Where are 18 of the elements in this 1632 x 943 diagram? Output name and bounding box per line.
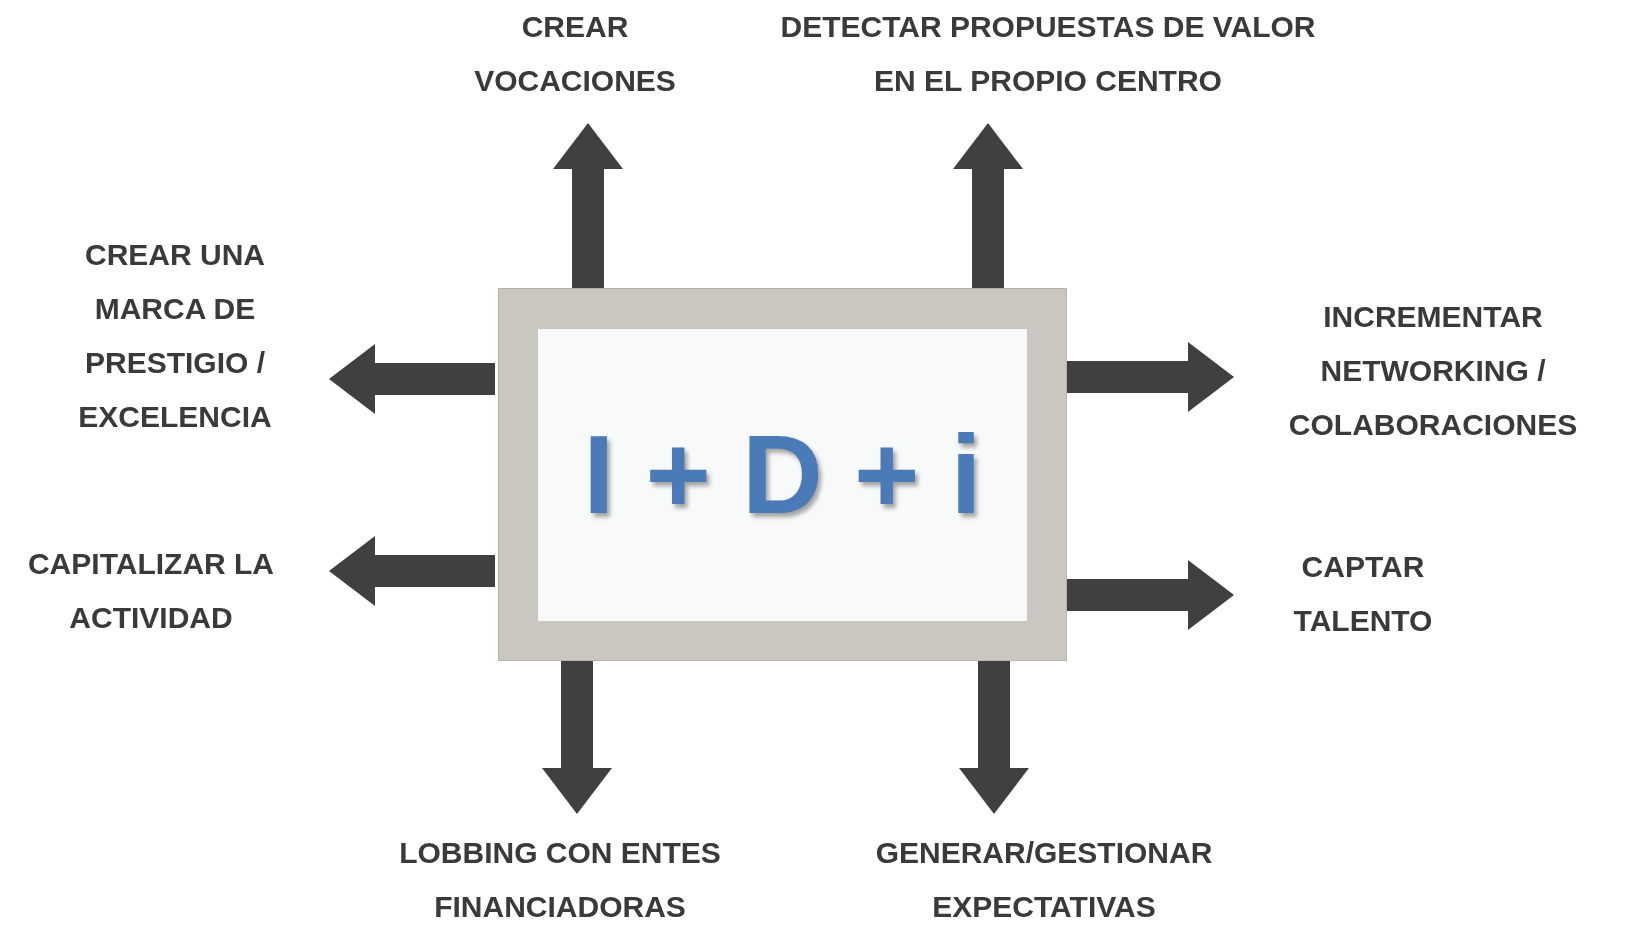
goal-label: LOBBING CON ENTES FINANCIADORAS — [398, 835, 722, 925]
arrow — [953, 123, 1023, 288]
arrow — [542, 661, 612, 814]
title-text: I + D + i — [583, 410, 982, 539]
goal-label: CREAR VOCACIONES — [473, 9, 677, 99]
goal-label: INCREMENTAR NETWORKING / COLABORACIONES — [1287, 299, 1579, 443]
goal-label: GENERAR/GESTIONAR EXPECTATIVAS — [874, 835, 1214, 925]
goal-label: CAPITALIZAR LA ACTIVIDAD — [26, 546, 276, 636]
arrow — [329, 344, 495, 414]
arrow — [1067, 560, 1234, 630]
goal-label: CAPTAR TALENTO — [1292, 549, 1434, 639]
process-box — [498, 288, 1067, 661]
goal-label: CREAR UNA MARCA DE PRESTIGIO / EXCELENCIA — [77, 237, 273, 435]
arrow — [959, 661, 1029, 814]
arrow — [329, 536, 495, 606]
arrow — [553, 123, 623, 288]
arrow — [1067, 342, 1234, 412]
goal-label: DETECTAR PROPUESTAS DE VALOR EN EL PROPIO CENTRO — [779, 9, 1317, 99]
